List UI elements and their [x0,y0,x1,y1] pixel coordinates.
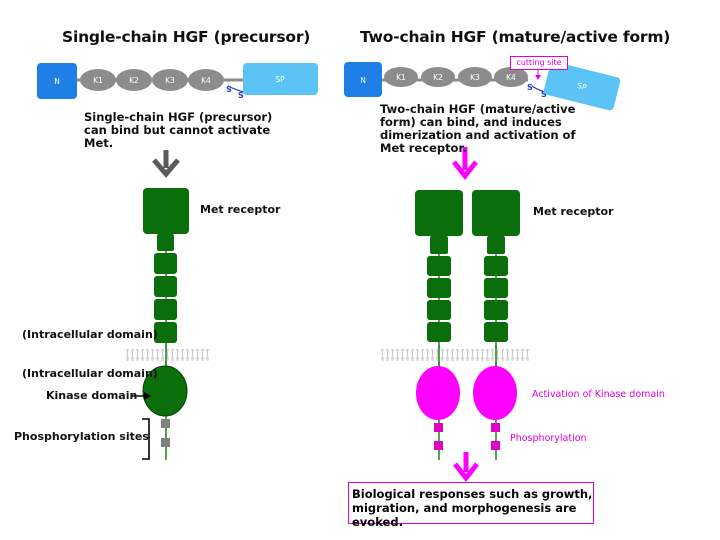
right-a-segment-2 [427,256,451,276]
left-phospho-site-2 [161,438,170,447]
right-k3-domain [458,67,492,87]
right-k4-label: K4 [506,73,516,82]
right-b-phospho-site-1 [491,423,500,432]
right-met-receptor-a [415,190,463,460]
left-receptor-segment-5 [154,322,177,343]
phosphorylation-label: Phosphorylation [510,433,587,444]
right-b-phospho-site-2 [491,441,500,450]
right-a-segment-5 [427,322,451,342]
left-k2-label: K2 [129,76,139,85]
right-met-receptor-b [472,190,520,460]
response-arrow [453,452,479,483]
right-b-segment-1 [487,236,505,254]
right-s1: S [527,83,533,92]
left-description: Single-chain HGF (precursor) can bind bu… [84,110,273,150]
right-b-ligand-binding-domain [472,190,520,236]
left-n-domain-label: N [54,77,60,86]
right-k4-domain [494,67,528,87]
phosphorylation-sites-label: Phosphorylation sites [14,430,149,443]
left-met-receptor-label: Met receptor [200,203,281,216]
left-k4-domain [188,69,224,91]
left-k4-label: K4 [201,76,211,85]
right-k2-label: K2 [433,73,443,82]
left-phospho-site-1 [161,419,170,428]
cutting-site-label: cutting site [510,56,568,70]
left-receptor-segment-1 [157,234,174,251]
right-cell-membrane [380,349,530,361]
right-a-ligand-binding-domain [415,190,463,236]
right-b-segment-5 [484,322,508,342]
left-sp-label: SP [275,75,285,84]
right-b-segment-2 [484,256,508,276]
right-description: Two-chain HGF (mature/active form) can b… [380,102,576,155]
left-k3-label: K3 [165,76,175,85]
left-k3-domain [152,69,188,91]
left-s1: S [226,85,232,94]
right-b-segment-4 [484,300,508,320]
right-k3-label: K3 [470,73,480,82]
right-title: Two-chain HGF (mature/active form) [360,28,671,46]
left-k1-label: K1 [93,76,103,85]
left-k2-domain [116,69,152,91]
right-ss-bond-line [531,85,546,93]
right-sp-label: SP [576,81,588,92]
left-title: Single-chain HGF (precursor) [62,28,311,46]
left-down-arrow [152,150,180,178]
left-kinase-domain [142,365,188,417]
kinase-pointer-arrow [132,392,151,400]
left-receptor-segment-3 [154,276,177,297]
right-down-arrow [452,147,478,181]
left-ss-bond-line [227,85,245,93]
right-k1-domain [384,67,418,87]
right-sp-domain: SP [543,61,621,111]
biological-response-box: Biological responses such as growth, mig… [348,482,594,529]
left-cell-membrane [125,349,209,361]
left-k1-domain [80,69,116,91]
right-n-domain-label: N [360,76,366,85]
right-a-segment-1 [430,236,448,254]
left-s2: S [238,91,244,100]
right-a-segment-3 [427,278,451,298]
right-a-phospho-site-1 [434,423,443,432]
intracellular-label-1: (Intracellular domain) [22,328,158,341]
left-hgf-molecule: N K1 K2 K3 K4 S S SP [37,63,318,100]
right-hgf-molecule: N K1 K2 K3 K4 S S SP [344,61,621,111]
left-receptor-segment-2 [154,253,177,274]
kinase-activation-label: Activation of Kinase domain [532,389,665,400]
right-s2: S [541,90,547,99]
right-a-phospho-site-2 [434,441,443,450]
left-n-domain [37,63,77,99]
left-ligand-binding-domain [143,188,189,234]
right-k1-label: K1 [396,73,406,82]
left-sp-domain [243,63,318,95]
phospho-bracket [142,418,150,460]
left-met-receptor [125,188,209,460]
kinase-domain-label: Kinase domain [46,389,138,402]
right-n-domain [344,62,382,97]
right-a-kinase-domain-active [416,366,460,420]
right-a-segment-4 [427,300,451,320]
left-receptor-segment-4 [154,299,177,320]
right-b-segment-3 [484,278,508,298]
right-k2-domain [421,67,455,87]
right-b-kinase-domain-active [473,366,517,420]
right-met-receptor-label: Met receptor [533,205,614,218]
intracellular-label-2: (Intracellular domain) [22,367,158,380]
